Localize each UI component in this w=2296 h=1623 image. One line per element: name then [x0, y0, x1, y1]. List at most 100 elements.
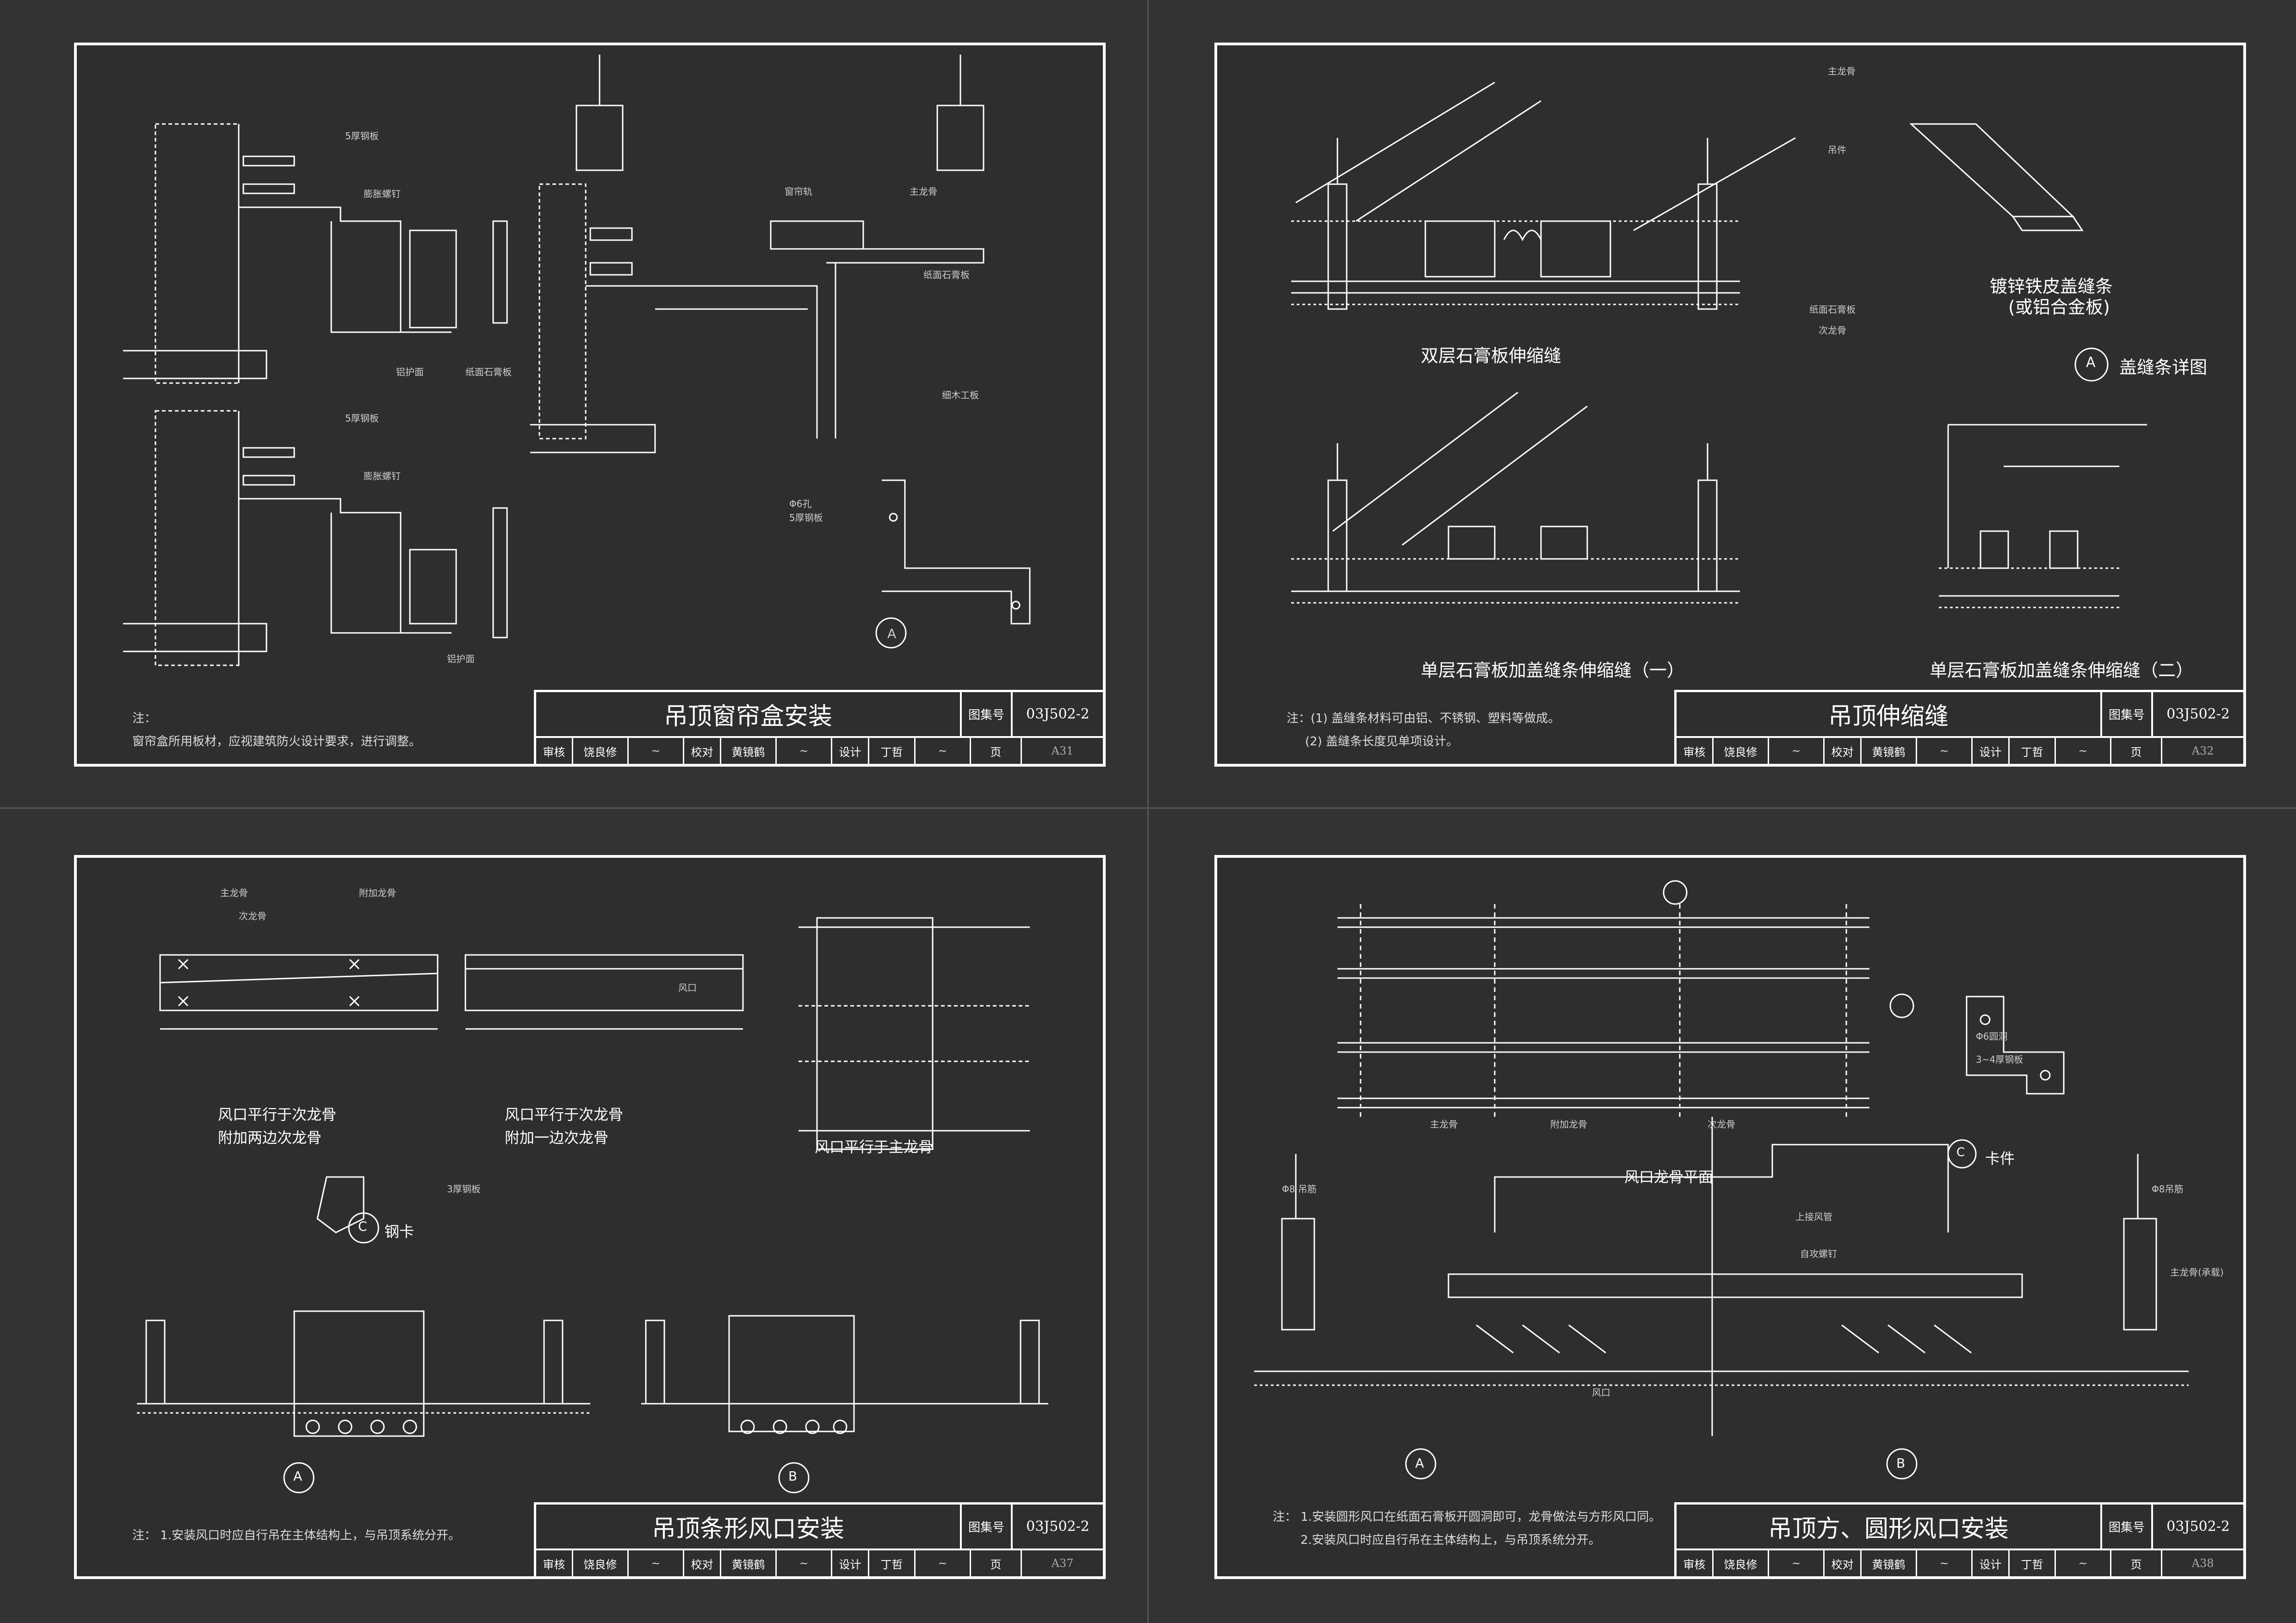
sheet-expansion-joint: 双层石膏板伸缩缝 镀锌铁皮盖缝条 (或铝合金板) A 盖缝条详图 单层石膏板加盖… [1214, 43, 2246, 767]
label-parallel-main: 风口平行于主龙骨 [815, 1138, 934, 1156]
note-line: 窗帘盒所用板材，应视建筑防火设计要求，进行调整。 [132, 735, 421, 749]
sheet-square-round-vent: 风口龙骨平面 Φ6圆洞 3~4厚钢板 C 卡件 主龙骨 附加龙骨 次龙骨 Φ8 … [1214, 855, 2246, 1579]
designer-name: 丁哲 [2010, 738, 2056, 764]
sheet-title: 吊顶窗帘盒安装 [536, 692, 962, 736]
check-label: 校对 [1825, 1550, 1862, 1576]
atlas-label: 图集号 [2102, 692, 2153, 736]
label-detail-a: A [293, 1468, 303, 1484]
expansion-joint-drawing [1291, 81, 2147, 608]
designer-name: 丁哲 [869, 738, 916, 764]
atlas-number: 03J502-2 [1026, 1518, 1089, 1535]
review-label: 审核 [1677, 1550, 1714, 1576]
label-parallel-sec-a2: 附加两边次龙骨 [218, 1129, 322, 1146]
label-expansion-bolt-1: 膨胀螺钉 [364, 188, 401, 199]
label-main-keel: 主龙骨 [1430, 1119, 1458, 1130]
page-number: A31 [1051, 744, 1074, 757]
design-label: 设计 [832, 738, 869, 764]
signoff-row: 审核 饶良修 ~ 校对 黄镜鹤 ~ 设计 丁哲 ~ 页 A38 [1677, 1549, 2243, 1576]
designer-signature: ~ [916, 1550, 971, 1576]
signoff-row: 审核 饶良修 ~ 校对 黄镜鹤 ~ 设计 丁哲 ~ 页 A37 [536, 1549, 1103, 1576]
label-tap-screw: 自攻螺钉 [1800, 1248, 1837, 1259]
title-block: 吊顶伸缩缝 图集号 03J502-2 审核 饶良修 ~ 校对 黄镜鹤 ~ 设计 … [1674, 690, 2243, 764]
label-steel-3mm: 3厚钢板 [447, 1183, 481, 1195]
label-steel-clip: 钢卡 [384, 1223, 415, 1240]
sheet-separator-horizontal [0, 807, 2296, 809]
reviewer-name: 饶良修 [1714, 1550, 1769, 1576]
label-wall-plate-2: 铝护面 [447, 653, 475, 664]
label-vent: 风口 [1592, 1387, 1610, 1398]
label-upper-duct: 上接风管 [1795, 1211, 1832, 1222]
label-main-load: 主龙骨(承载) [2170, 1267, 2224, 1278]
label-steel-plate-2: 5厚钢板 [345, 413, 379, 424]
checker-name: 黄镜鹤 [1862, 1550, 1917, 1576]
design-label: 设计 [1973, 1550, 2010, 1576]
sheet-separator-vertical [1147, 0, 1149, 1623]
reviewer-signature: ~ [629, 1550, 684, 1576]
reviewer-signature: ~ [1769, 738, 1825, 764]
page-label: 页 [971, 738, 1022, 764]
checker-signature: ~ [1917, 1550, 1973, 1576]
label-detail-c: C [358, 1219, 367, 1234]
strip-vent-drawing [137, 917, 1048, 1493]
note-line: 注： 1.安装圆形风口在纸面石膏板开圆洞即可，龙骨做法与方形风口同。 [1273, 1510, 1661, 1524]
label-cover-strip-2: (或铝合金板) [2008, 297, 2110, 317]
label-double-layer: 双层石膏板伸缩缝 [1421, 346, 1562, 366]
label-detail-b: B [788, 1468, 798, 1484]
reviewer-name: 饶良修 [573, 738, 629, 764]
checker-name: 黄镜鹤 [1862, 738, 1917, 764]
label-main-keel: 主龙骨 [1828, 66, 1856, 77]
label-main-keel: 主龙骨 [220, 887, 248, 898]
label-detail-a: A [1415, 1456, 1424, 1471]
sheet-notes: 注： 窗帘盒所用板材，应视建筑防火设计要求，进行调整。 [132, 707, 421, 753]
atlas-label: 图集号 [962, 1505, 1013, 1549]
sheet-title: 吊顶伸缩缝 [1677, 692, 2102, 736]
label-steel-plate-1: 5厚钢板 [345, 130, 379, 142]
designer-name: 丁哲 [2010, 1550, 2056, 1576]
page-label: 页 [2111, 1550, 2162, 1576]
note-line: 2.安装风口时应自行吊在主体结构上，与吊顶系统分开。 [1300, 1533, 1601, 1547]
label-single-two: 单层石膏板加盖缝条伸缩缝（二） [1930, 660, 2194, 681]
label-hole: Φ6圆洞 [1976, 1031, 2008, 1042]
sheet-notes: 注： 1.安装圆形风口在纸面石膏板开圆洞即可，龙骨做法与方形风口同。 2.安装风… [1273, 1505, 1661, 1552]
sheet-notes: 注：(1) 盖缝条材料可由铝、不锈钢、塑料等做成。 (2) 盖缝条长度见单项设计… [1287, 707, 1560, 753]
designer-name: 丁哲 [869, 1550, 916, 1576]
label-detail-c: C [1956, 1146, 1965, 1159]
label-gypsum-2: 纸面石膏板 [923, 269, 970, 280]
page-number: A32 [2191, 744, 2214, 757]
page-label: 页 [971, 1550, 1022, 1576]
label-curtain-track: 窗帘轨 [785, 186, 812, 197]
label-steel-plate-3: 5厚钢板 [789, 512, 823, 523]
curtain-box-drawing [123, 55, 1031, 666]
atlas-number: 03J502-2 [2166, 706, 2230, 722]
review-label: 审核 [536, 1550, 573, 1576]
checker-name: 黄镜鹤 [721, 1550, 777, 1576]
sheet-strip-vent: 主龙骨 次龙骨 附加龙骨 风口 风口平行于次龙骨 附加两边次龙骨 风口平行于次龙… [74, 855, 1106, 1579]
label-hanger: 吊件 [1828, 144, 1846, 155]
reviewer-name: 饶良修 [573, 1550, 629, 1576]
label-vent: 风口 [678, 982, 697, 993]
designer-signature: ~ [2056, 738, 2111, 764]
label-detail-a-circle: A [2086, 354, 2096, 371]
design-label: 设计 [832, 1550, 869, 1576]
label-gypsum: 纸面石膏板 [1809, 304, 1856, 315]
check-label: 校对 [684, 738, 721, 764]
design-label: 设计 [1973, 738, 2010, 764]
note-line: 注： [132, 712, 157, 725]
label-secondary-keel: 次龙骨 [1708, 1119, 1735, 1130]
page-number: A38 [2191, 1557, 2214, 1570]
label-main-keel: 主龙骨 [910, 186, 937, 197]
note-line: 注：(1) 盖缝条材料可由铝、不锈钢、塑料等做成。 [1287, 712, 1560, 725]
label-hanger-8b: Φ8吊筋 [2152, 1183, 2184, 1195]
atlas-number: 03J502-2 [1026, 706, 1089, 722]
sheet-title: 吊顶条形风口安装 [536, 1505, 962, 1549]
label-detail-b: B [1896, 1456, 1906, 1471]
reviewer-signature: ~ [629, 738, 684, 764]
label-extra-keel: 附加龙骨 [359, 887, 396, 898]
label-parallel-sec-b2: 附加一边次龙骨 [505, 1129, 609, 1146]
label-detail-a: A [887, 626, 897, 641]
reviewer-signature: ~ [1769, 1550, 1825, 1576]
label-expansion-bolt-2: 膨胀螺钉 [364, 471, 401, 482]
checker-signature: ~ [777, 738, 832, 764]
label-wall-plate-1: 铝护面 [396, 366, 424, 378]
atlas-label: 图集号 [962, 692, 1013, 736]
